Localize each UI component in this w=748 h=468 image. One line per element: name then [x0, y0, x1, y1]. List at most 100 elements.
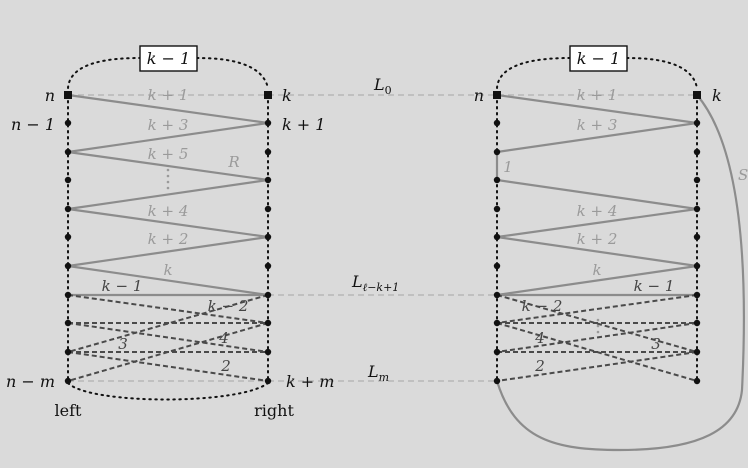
- right-figure: k − 1 n k S k + 1 k + 3 1 k + 4 k + 2 k …: [474, 45, 748, 452]
- region-label: R: [227, 153, 239, 171]
- left-top-box: [139, 45, 198, 72]
- label-k-plus-1: k + 1: [282, 115, 325, 134]
- edge-label: k − 2: [208, 297, 249, 315]
- edge-label: k + 1: [148, 86, 189, 104]
- level-labels: L0 Lℓ−k+1 Lm: [351, 75, 399, 384]
- level-label-Lm: Lm: [367, 362, 389, 384]
- left-vertices: [64, 91, 272, 385]
- edge-label: k: [163, 261, 172, 279]
- edge: [67, 93, 269, 125]
- edge-label: k + 5: [148, 145, 189, 163]
- vertex: [64, 205, 72, 213]
- vertex: [64, 348, 72, 356]
- vertex-n: [493, 91, 501, 99]
- vertex: [493, 319, 501, 327]
- edge: [67, 207, 269, 239]
- edge-label: 4: [218, 329, 229, 347]
- edge: [67, 322, 269, 382]
- vertex: [693, 148, 701, 156]
- edge-label: k + 2: [148, 230, 189, 248]
- vertex: [493, 148, 501, 156]
- label-k-plus-m: k + m: [286, 372, 334, 391]
- vertex: [493, 233, 501, 241]
- label-k: k: [712, 86, 722, 105]
- edge: [496, 294, 698, 353]
- label-n-minus-1: n − 1: [11, 115, 55, 134]
- vertex: [693, 262, 701, 270]
- edge-label: k + 1: [577, 86, 618, 104]
- vertex: [264, 377, 272, 385]
- vertex: [493, 291, 501, 299]
- ellipsis-dots: [166, 168, 170, 190]
- vertex: [693, 233, 701, 241]
- level-label-L0: L0: [373, 75, 392, 97]
- vertex: [693, 119, 701, 127]
- edge: [496, 322, 698, 382]
- vertex: [264, 348, 272, 356]
- right-top-box-label: k − 1: [577, 49, 620, 68]
- edge: [67, 264, 269, 297]
- vertex: [493, 262, 501, 270]
- vertex: [264, 319, 272, 327]
- right-solid-edges: [495, 93, 698, 297]
- edge: [496, 322, 698, 353]
- vertex: [493, 119, 501, 127]
- edge-label: 3: [118, 335, 128, 353]
- left-figure: k − 1 n n − 1 n − m k k + 1 k + m left r…: [6, 45, 334, 420]
- edge: [67, 322, 269, 353]
- edge-label: 2: [534, 357, 545, 375]
- vertex: [693, 377, 701, 385]
- vertex: [64, 148, 72, 156]
- level-label-Lk: Lℓ−k+1: [351, 272, 399, 294]
- left-dashed-edges: [67, 294, 269, 382]
- vertex: [493, 348, 501, 356]
- left-top-box-label: k − 1: [147, 49, 190, 68]
- edge: [67, 294, 269, 353]
- edge-label: k − 1: [634, 277, 675, 295]
- vertex: [264, 148, 272, 156]
- edge-label: k + 4: [577, 202, 618, 220]
- right-top-box: [569, 45, 628, 72]
- vertex: [64, 319, 72, 327]
- right-top-arc: [496, 57, 698, 89]
- edge: [67, 294, 269, 324]
- vertex: [264, 119, 272, 127]
- edge-label: k + 3: [577, 116, 618, 134]
- edge: [67, 235, 269, 268]
- vertex: [64, 377, 72, 385]
- vertex: [264, 233, 272, 241]
- vertex: [264, 291, 272, 299]
- curve-label-S: S: [738, 166, 748, 184]
- vertex: [64, 233, 72, 241]
- ellipsis-dots: [596, 318, 600, 334]
- edge-label: 4: [534, 329, 545, 347]
- right-dashed-edges: [496, 294, 698, 382]
- edge-label: k: [592, 261, 601, 279]
- left-solid-edges: [67, 93, 269, 297]
- vertex: [264, 205, 272, 213]
- label-n: n: [474, 86, 484, 105]
- edge-label: 1: [503, 158, 513, 176]
- vertex: [693, 291, 701, 299]
- edge: [67, 178, 269, 211]
- vertex-k: [693, 91, 701, 99]
- vertex: [264, 176, 272, 184]
- vertex: [64, 291, 72, 299]
- edge: [496, 93, 698, 125]
- edge: [496, 178, 698, 211]
- edge: [496, 294, 698, 324]
- vertex: [693, 205, 701, 213]
- vertex-k: [264, 91, 272, 99]
- edge-label: 2: [220, 357, 231, 375]
- vertex: [64, 262, 72, 270]
- left-bottom-arc: [67, 382, 269, 401]
- edge: [496, 235, 698, 268]
- edge: [67, 351, 269, 382]
- edge-label: k − 1: [102, 277, 143, 295]
- left-top-arc: [67, 57, 269, 89]
- edge: [496, 121, 698, 154]
- right-vertices: [493, 91, 701, 385]
- vertex: [264, 262, 272, 270]
- edge-label: k + 2: [577, 230, 618, 248]
